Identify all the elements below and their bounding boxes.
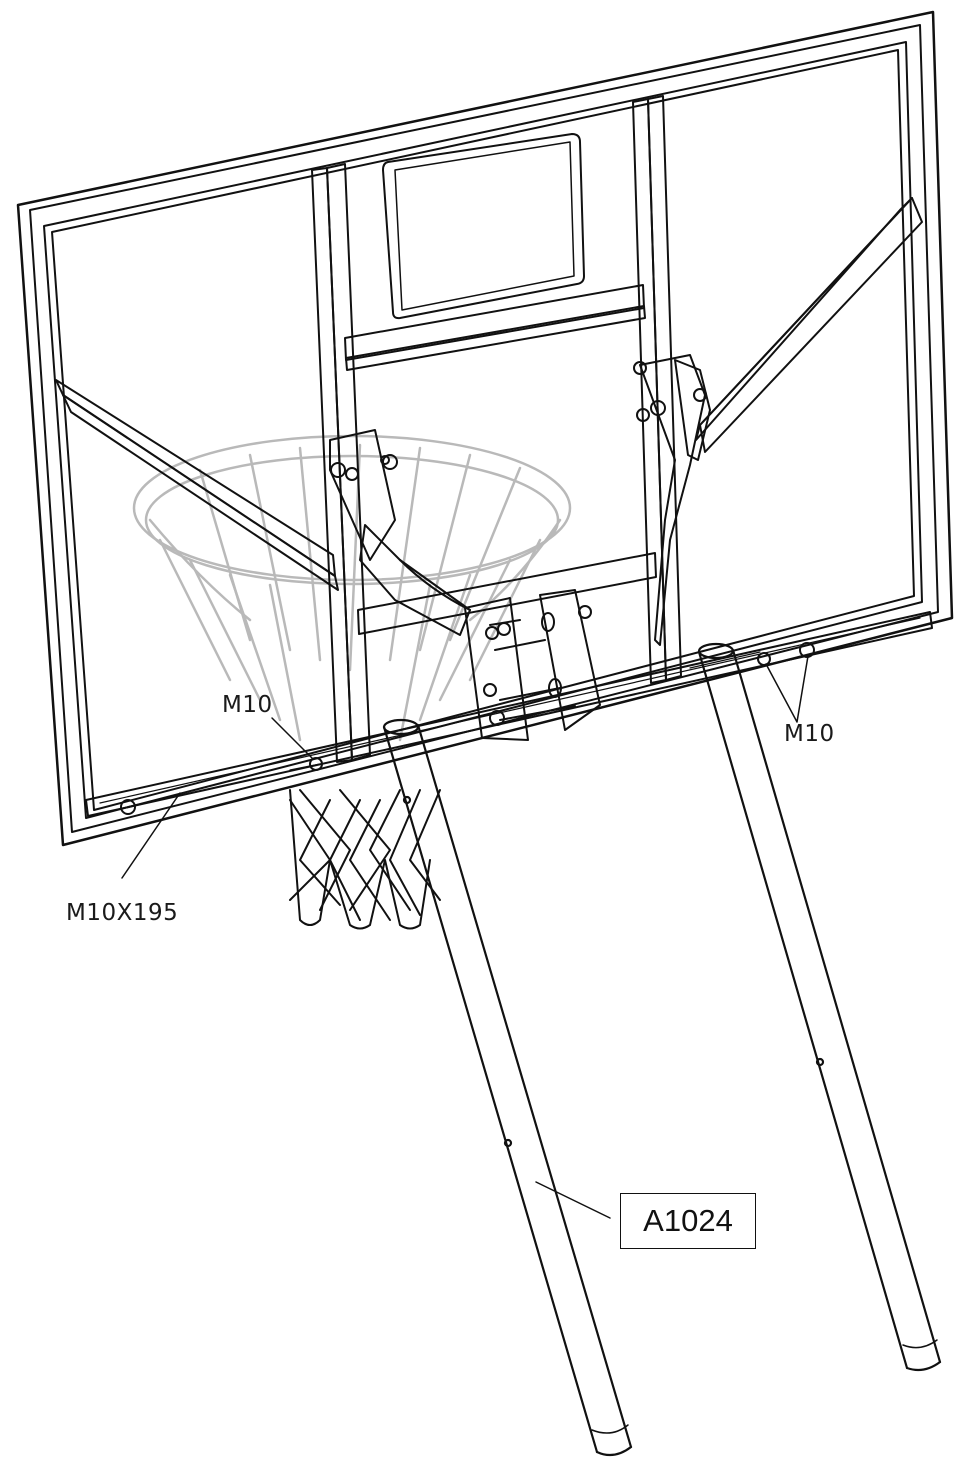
backboard-frame <box>16 10 954 847</box>
support-arm-right <box>697 642 942 1372</box>
nut-left-m10 <box>309 757 323 771</box>
rail-nuts <box>120 642 815 815</box>
center-mounting-bracket <box>464 589 601 741</box>
leader-lines <box>121 655 809 1219</box>
left-hinge-bracket <box>329 429 471 636</box>
nut-right-m10-a <box>757 652 771 666</box>
label-m10x195: M10X195 <box>66 900 179 926</box>
hoop-net <box>289 789 441 930</box>
bottom-rail <box>85 611 933 817</box>
hoop-rim-ghost <box>132 434 572 742</box>
label-m10-right: M10 <box>784 721 835 747</box>
nut-right-m10-b <box>799 642 815 658</box>
diagonal-braces <box>55 197 923 591</box>
backboard-vertical-struts <box>311 95 682 763</box>
label-m10-left: M10 <box>222 692 273 718</box>
part-number-box: A1024 <box>620 1193 756 1249</box>
nut-long-bolt <box>120 799 136 815</box>
support-arm-left <box>382 718 633 1457</box>
shooter-square <box>382 133 585 320</box>
right-hinge-bracket <box>633 354 711 646</box>
backboard-cross-members <box>344 284 657 635</box>
